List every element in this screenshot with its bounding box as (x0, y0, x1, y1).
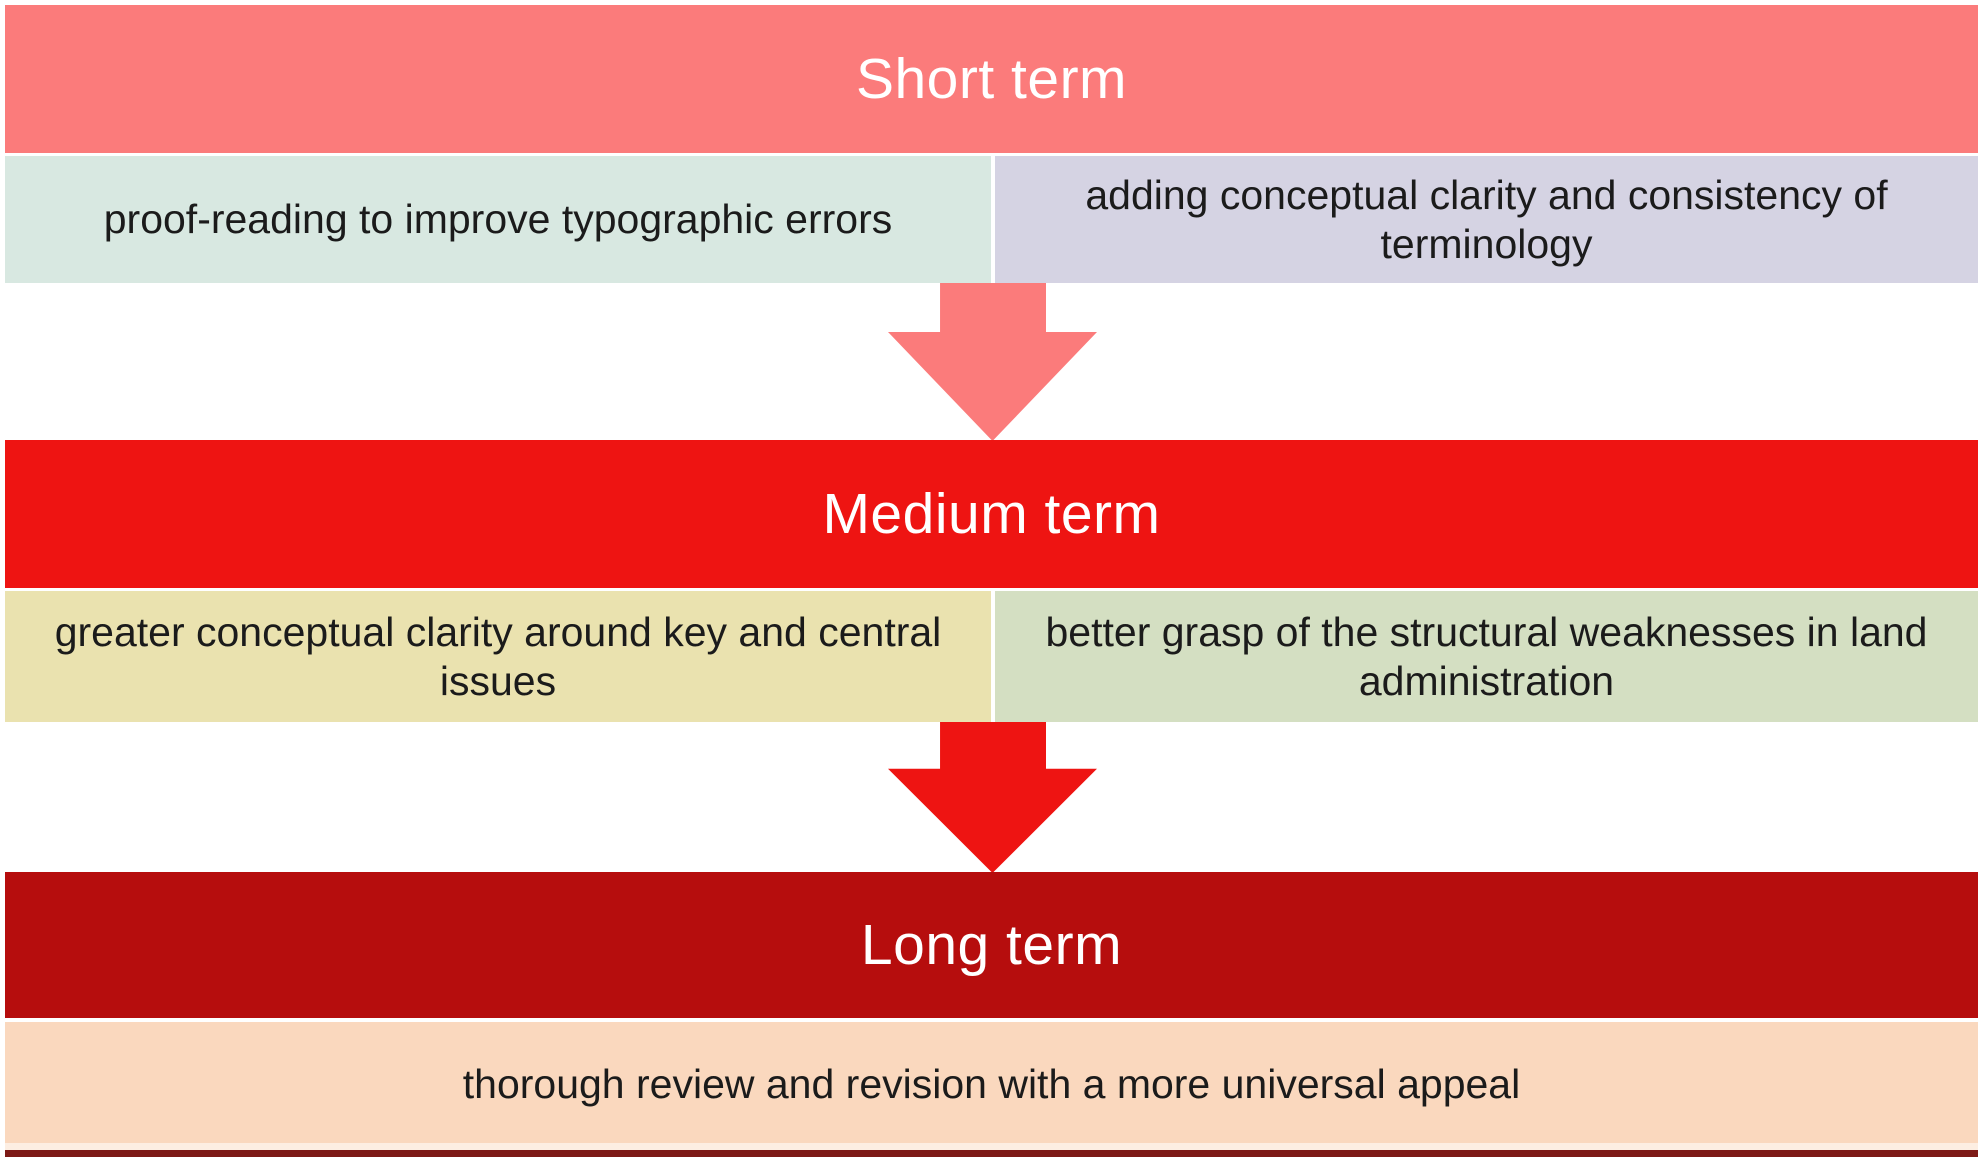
short-term-title: Short term (855, 46, 1128, 111)
bottom-divider-line (5, 1150, 1978, 1157)
long-term-title: Long term (860, 912, 1123, 977)
down-arrow-icon (888, 283, 1097, 441)
medium-term-cell-left: greater conceptual clarity around key an… (5, 591, 991, 722)
bottom-edge-highlight (5, 1143, 1978, 1150)
short-term-cell-right: adding conceptual clarity and consistenc… (995, 156, 1978, 283)
medium-term-header-band: Medium term (5, 440, 1978, 588)
short-term-cell-right-text: adding conceptual clarity and consistenc… (1085, 172, 1888, 267)
long-term-cell: thorough review and revision with a more… (5, 1022, 1978, 1146)
medium-term-title: Medium term (822, 481, 1161, 546)
short-term-header-band: Short term (5, 5, 1978, 153)
short-term-cell-left: proof-reading to improve typographic err… (5, 156, 991, 283)
short-term-cell-left-text: proof-reading to improve typographic err… (103, 196, 893, 243)
long-term-cell-text: thorough review and revision with a more… (462, 1060, 1521, 1107)
medium-term-cell-left-text: greater conceptual clarity around key an… (54, 609, 942, 704)
down-arrow-icon (888, 722, 1097, 873)
long-term-header-band: Long term (5, 872, 1978, 1018)
medium-term-cell-right: better grasp of the structural weaknesse… (995, 591, 1978, 722)
medium-term-cell-right-text: better grasp of the structural weaknesse… (1045, 609, 1928, 704)
